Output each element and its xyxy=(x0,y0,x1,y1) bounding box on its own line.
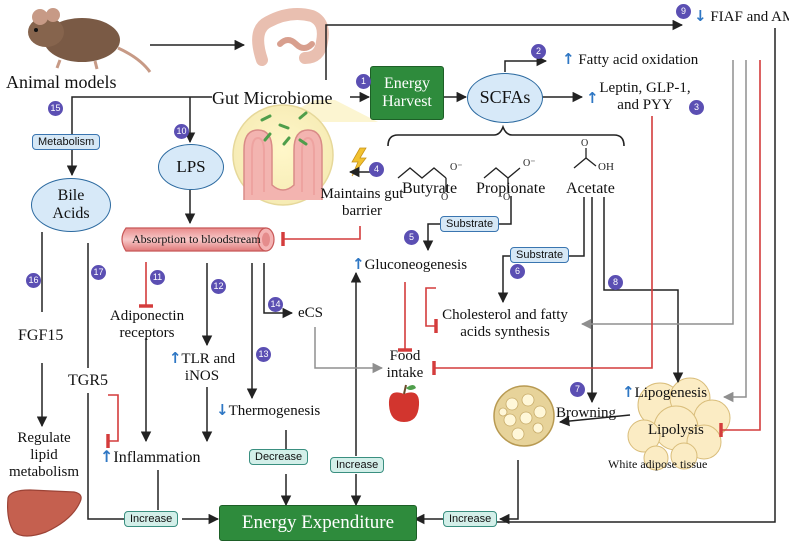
marker-4: 4 xyxy=(369,162,384,177)
inflammation-text: Inflammation xyxy=(113,449,201,466)
svg-text:OH: OH xyxy=(598,161,614,173)
liver-icon xyxy=(7,489,82,537)
marker-6: 6 xyxy=(510,264,525,279)
label-lipolysis: Lipolysis xyxy=(648,422,704,438)
marker-9: 9 xyxy=(676,4,691,19)
arrow-up-icon: ↑ xyxy=(586,89,599,107)
marker-16: 16 xyxy=(26,273,41,288)
label-fgf15: FGF15 xyxy=(18,327,64,344)
apple-icon xyxy=(388,384,420,422)
label-energy-harvest: Energy Harvest xyxy=(382,74,432,110)
svg-text:O⁻: O⁻ xyxy=(523,158,536,169)
label-lps: LPS xyxy=(176,156,206,176)
marker-8: 8 xyxy=(608,275,623,290)
marker-12: 12 xyxy=(211,279,226,294)
blood-vessel-icon xyxy=(121,227,275,252)
label-fiaf-ampk: ↓ FIAF and AMPK xyxy=(694,8,789,26)
marker-7: 7 xyxy=(570,382,585,397)
label-thermogenesis: ↓Thermogenesis xyxy=(216,402,320,420)
marker-14: 14 xyxy=(268,297,283,312)
arrow-down-icon: ↓ xyxy=(216,401,229,419)
acetate-structure-icon: O OH xyxy=(573,138,614,173)
label-food-intake: Food intake xyxy=(386,348,424,381)
label-acetate: Acetate xyxy=(566,180,615,197)
marker-5: 5 xyxy=(404,230,419,245)
tag-substrate-acetate: Substrate xyxy=(510,247,570,263)
tag-increase-gluconeogenesis: Increase xyxy=(330,457,385,473)
tag-decrease: Decrease xyxy=(249,449,309,465)
label-energy-expenditure: Energy Expenditure xyxy=(241,512,395,533)
label-tgr5: TGR5 xyxy=(68,372,108,389)
intestine-icon xyxy=(252,8,329,66)
svg-text:O: O xyxy=(503,192,510,203)
fatty-acid-oxidation-text: Fatty acid oxidation xyxy=(578,52,699,68)
label-maintains-barrier: Maintains gut barrier xyxy=(320,186,404,219)
lipogenesis-text: Lipogenesis xyxy=(634,385,708,401)
label-scfas: SCFAs xyxy=(479,87,531,108)
gluconeogenesis-text: Gluconeogenesis xyxy=(364,257,468,273)
label-gluconeogenesis: ↑Gluconeogenesis xyxy=(352,256,467,274)
arrow-up-icon: ↑ xyxy=(352,255,365,273)
marker-1: 1 xyxy=(356,74,371,89)
label-bile-acids: Bile Acids xyxy=(52,187,90,222)
butyrate-structure-icon: O⁻ O xyxy=(397,162,463,203)
energy-expenditure-box: Energy Expenditure xyxy=(219,505,417,541)
label-fatty-acid-oxidation: ↑ Fatty acid oxidation xyxy=(562,51,698,69)
tlr-inos-text: TLR and iNOS xyxy=(181,351,236,384)
arrow-up-icon: ↑ xyxy=(562,50,575,68)
label-animal-models: Animal models xyxy=(6,72,117,92)
bile-acids-node: Bile Acids xyxy=(31,178,111,232)
label-adiponectin: Adiponectin receptors xyxy=(109,308,185,341)
mouse-icon xyxy=(28,8,152,73)
label-butyrate: Butyrate xyxy=(402,180,458,197)
promote-arrows xyxy=(36,19,776,525)
svg-text:O: O xyxy=(441,192,448,203)
brown-fat-cell-icon xyxy=(493,385,555,447)
feedback-arrows xyxy=(314,60,747,403)
svg-text:O⁻: O⁻ xyxy=(450,162,463,173)
marker-17: 17 xyxy=(91,265,106,280)
gut-lumen-icon xyxy=(232,104,334,206)
white-fat-cell-icon xyxy=(627,377,731,471)
tag-substrate-butyrate: Substrate xyxy=(440,216,500,232)
label-ecs: eCS xyxy=(298,305,324,321)
scfas-node: SCFAs xyxy=(467,73,543,123)
arrow-up-icon: ↑ xyxy=(168,349,182,367)
marker-11: 11 xyxy=(150,270,165,285)
marker-13: 13 xyxy=(256,347,271,362)
marker-3: 3 xyxy=(689,100,704,115)
arrow-up-icon: ↑ xyxy=(622,383,635,401)
tag-metabolism: Metabolism xyxy=(32,134,101,150)
label-white-adipose: White adipose tissue xyxy=(608,457,708,471)
tag-increase-browning: Increase xyxy=(443,511,498,527)
lps-node: LPS xyxy=(158,144,224,190)
label-regulate-lipid: Regulate lipid metabolism xyxy=(9,430,79,480)
leptin-text: Leptin, GLP-1, and PYY xyxy=(599,80,691,113)
marker-10: 10 xyxy=(174,124,189,139)
arrow-down-icon: ↓ xyxy=(694,7,707,25)
label-absorption: Absorption to bloodstream xyxy=(132,232,261,246)
marker-15: 15 xyxy=(48,101,63,116)
label-cholesterol: Cholesterol and fatty acids synthesis xyxy=(442,307,568,340)
label-lipogenesis: ↑Lipogenesis xyxy=(622,384,707,402)
thermogenesis-text: Thermogenesis xyxy=(228,403,321,419)
energy-harvest-box: Energy Harvest xyxy=(370,66,444,120)
marker-2: 2 xyxy=(531,44,546,59)
label-gut-microbiome: Gut Microbiome xyxy=(212,88,333,108)
tag-increase-tgr5: Increase xyxy=(124,511,179,527)
svg-text:O: O xyxy=(581,138,588,149)
fiaf-ampk-text: FIAF and AMPK xyxy=(710,9,789,25)
inhibit-lines xyxy=(106,60,761,449)
label-browning: Browning xyxy=(556,405,616,421)
label-propionate: Propionate xyxy=(476,180,546,197)
label-inflammation: ↑Inflammation xyxy=(100,448,201,467)
label-tlr-inos: ↑TLR and iNOS xyxy=(160,350,244,385)
arrow-up-icon: ↑ xyxy=(100,447,114,466)
propionate-structure-icon: O⁻ O xyxy=(483,158,536,203)
label-leptin: ↑ Leptin, GLP-1, and PYY xyxy=(586,80,702,114)
